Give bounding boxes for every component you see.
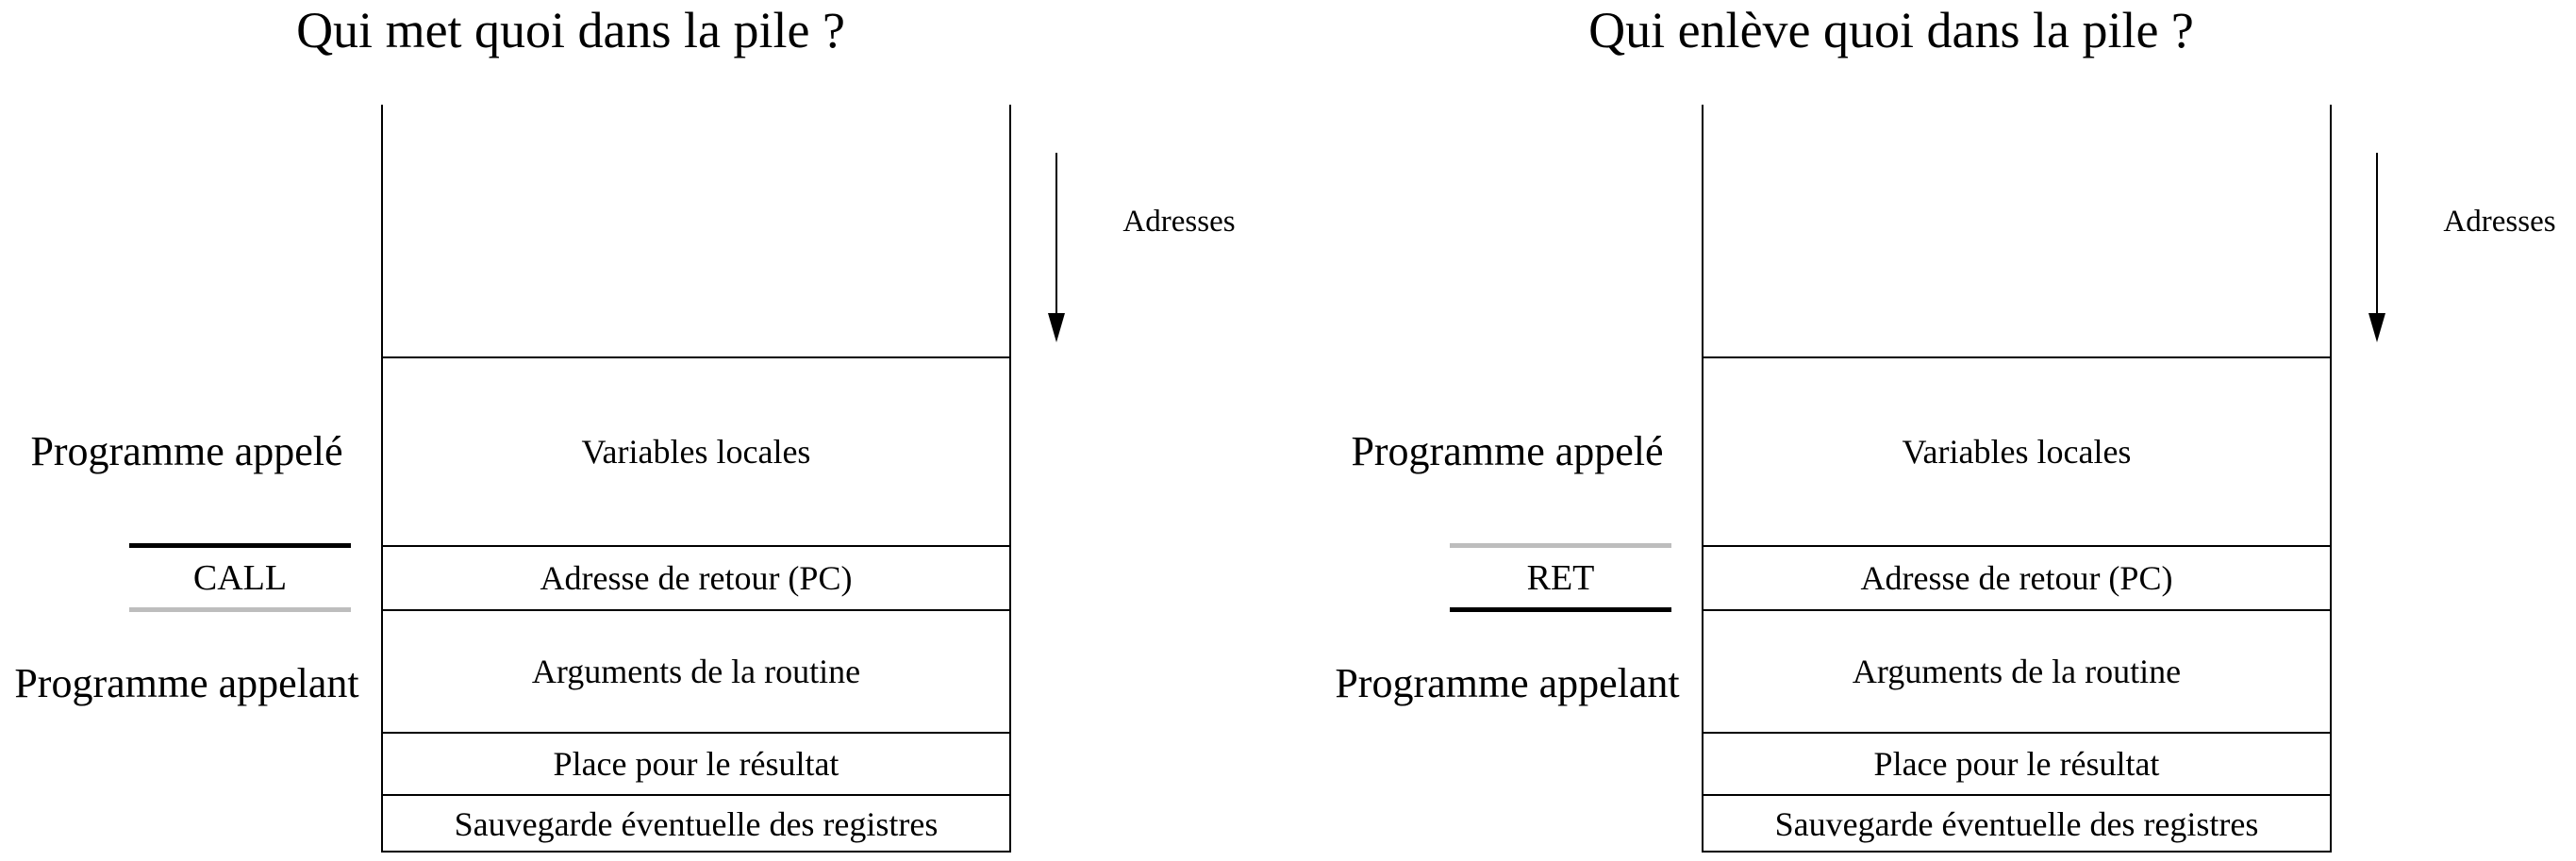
stack-row-variables: Variables locales — [381, 356, 1011, 545]
instruction-line-above — [1450, 543, 1671, 548]
instruction-line-below — [1450, 607, 1671, 612]
stack-row-result-slot: Place pour le résultat — [381, 732, 1011, 794]
instruction-line-above — [129, 543, 351, 548]
addresses-arrowhead-icon — [1048, 313, 1065, 342]
stack-row-label: Adresse de retour (PC) — [540, 559, 853, 597]
stack-box — [1702, 105, 2332, 853]
addresses-arrow-line — [2376, 153, 2378, 315]
addresses-arrow-line — [1055, 153, 1057, 315]
stack-row-label: Sauvegarde éventuelle des registres — [454, 805, 939, 843]
stack-row-label: Adresse de retour (PC) — [1860, 559, 2173, 597]
stack-row-label: Variables locales — [1902, 433, 2132, 471]
callee-label: Programme appelé — [30, 427, 343, 474]
stack-row-saved-registers: Sauvegarde éventuelle des registres — [1702, 794, 2332, 853]
stack-row-saved-registers: Sauvegarde éventuelle des registres — [381, 794, 1011, 853]
stack-row-arguments: Arguments de la routine — [381, 609, 1011, 732]
addresses-label: Adresses — [2443, 204, 2556, 239]
ret-diagram: Qui enlève quoi dans la pile ? Variables… — [1321, 0, 2576, 861]
stack-row-result-slot: Place pour le résultat — [1702, 732, 2332, 794]
stack-row-arguments: Arguments de la routine — [1702, 609, 2332, 732]
instruction-label: CALL — [192, 558, 288, 598]
call-diagram: Qui met quoi dans la pile ? Variables lo… — [0, 0, 1255, 861]
stack-row-label: Place pour le résultat — [1873, 745, 2160, 783]
callee-label: Programme appelé — [1351, 427, 1664, 474]
stack-row-variables: Variables locales — [1702, 356, 2332, 545]
diagram-title: Qui met quoi dans la pile ? — [296, 2, 845, 58]
stack-row-return-address: Adresse de retour (PC) — [1702, 545, 2332, 609]
stack-row-label: Sauvegarde éventuelle des registres — [1774, 805, 2259, 843]
caller-label: Programme appelant — [14, 659, 359, 706]
diagram-title: Qui enlève quoi dans la pile ? — [1588, 2, 2194, 58]
stack-row-label: Variables locales — [581, 433, 811, 471]
stack-row-label: Arguments de la routine — [531, 653, 861, 690]
stack-row-label: Place pour le résultat — [553, 745, 839, 783]
stack-row-label: Arguments de la routine — [1852, 653, 2182, 690]
instruction-line-below — [129, 607, 351, 612]
stack-box — [381, 105, 1011, 853]
stack-row-return-address: Adresse de retour (PC) — [381, 545, 1011, 609]
addresses-label: Adresses — [1122, 204, 1236, 239]
addresses-arrowhead-icon — [2368, 313, 2385, 342]
caller-label: Programme appelant — [1335, 659, 1680, 706]
instruction-label: RET — [1526, 558, 1595, 598]
